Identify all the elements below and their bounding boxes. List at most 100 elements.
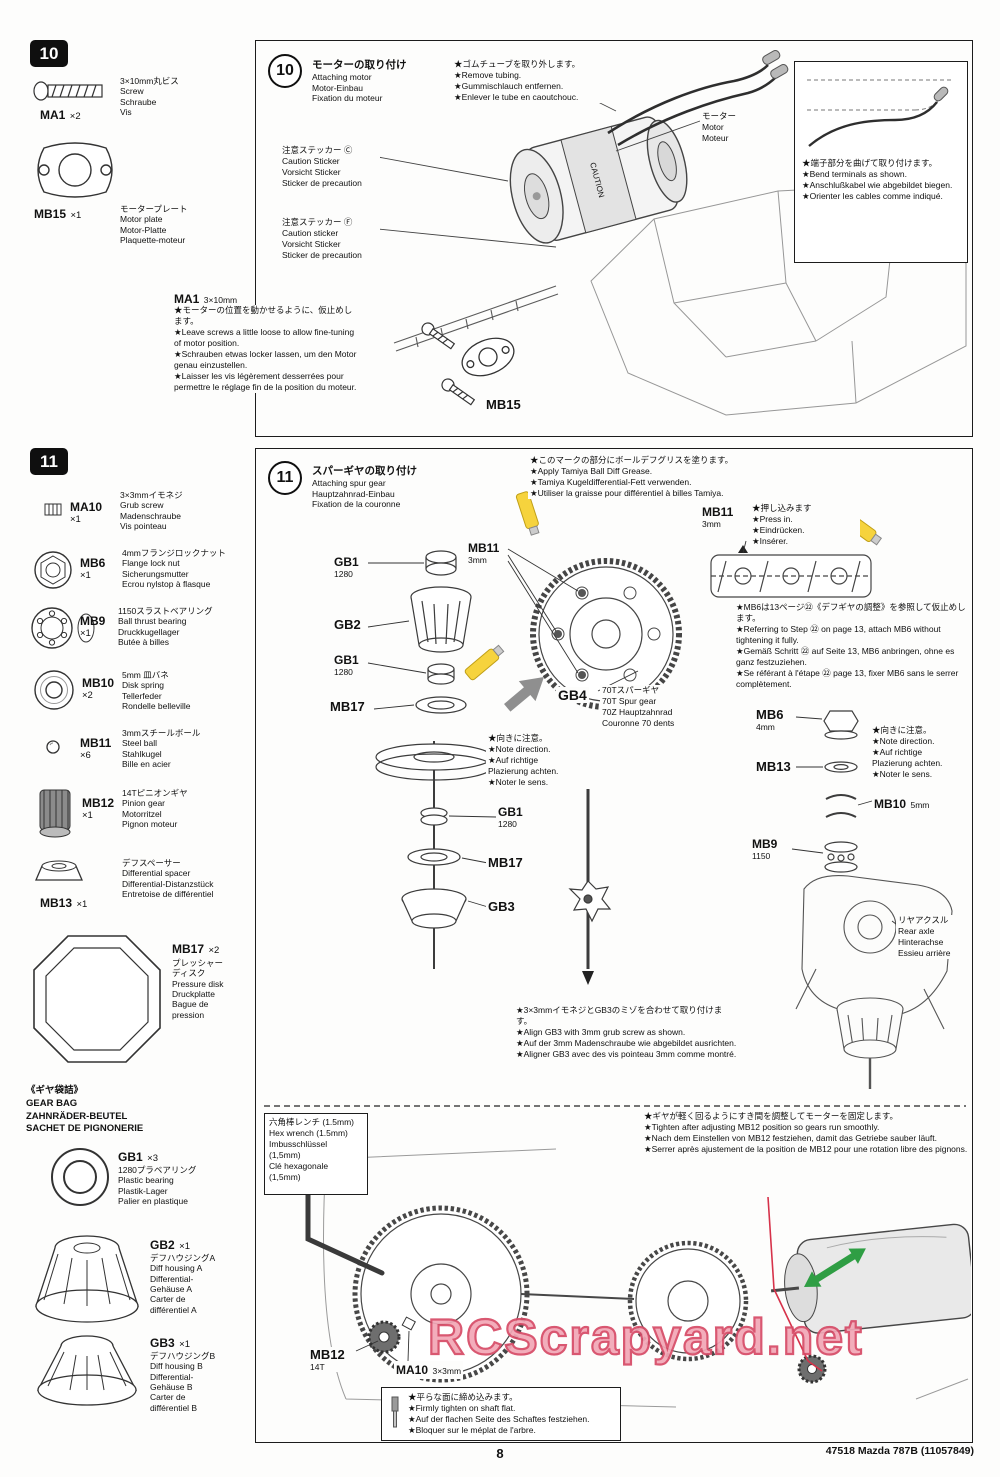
bend-terminals-box: ★端子部分を曲げて取り付けます。 ★Bend terminals as show… [794,61,968,263]
page-number: 8 [496,1446,504,1461]
gb1-size: 1280 [334,569,353,579]
screwdriver-icon [391,1396,399,1428]
direction-note-mid: ★向きに注意。 ★Note direction. ★Auf richtige P… [486,733,598,789]
part-mb6-desc: 4mmフランジロックナット Flange lock nut Sicherungs… [122,548,226,590]
plastic-bearing-icon [51,1148,109,1206]
part-mb17-code: MB17 ×2 [172,940,219,958]
mb10-code: MB10 [874,797,907,811]
gb1-size: 1280 [498,819,517,829]
gb3-callout: GB3 [486,899,517,914]
gb1-callout-mid: GB1 1280 [332,653,361,677]
part-code: MB9 [80,614,106,628]
part-mb15-code: MB15 ×1 [34,205,81,223]
step-11-title: Attaching spur gear Hauptzahnrad-Einbau … [312,478,401,510]
part-ma10-desc: 3×3mmイモネジ Grub screw Madenschraube Vis p… [120,490,183,532]
part-mb10-desc: 5mm 皿バネ Disk spring Tellerfeder Rondelle… [122,670,191,712]
gb1-code: GB1 [334,653,359,667]
bend-terminals-diagram [807,79,953,147]
gb1-callout-lower: GB1 1280 [496,805,525,829]
hex-wrench-label: 六角棒レンチ (1.5mm) Hex wrench (1.5mm) Imbuss… [264,1113,368,1195]
part-code: GB1 [118,1150,143,1164]
mb15-callout: MB15 [484,397,523,412]
part-qty: ×1 [179,1339,190,1350]
part-ma10-code: MA10 ×1 [70,500,102,525]
part-mb13-code: MB13 ×1 [40,894,87,912]
part-qty: ×2 [69,111,81,122]
mb9-size: 1150 [752,851,771,861]
mb6-size: 4mm [756,722,775,732]
motor-assembly-diagram: CAUTION [377,50,967,416]
direction-note-right: ★向きに注意。 ★Note direction. ★Auf richtige P… [870,725,966,781]
steel-ball-icon [46,740,60,754]
mb9-code: MB9 [752,837,778,851]
flange-nut-icon [34,551,72,589]
mb12-code: MB12 [310,1347,345,1362]
press-in-note: ★押し込みます ★Press in. ★Eindrücken. ★Insérer… [750,503,860,548]
part-ma1-code: MA1 ×2 [40,106,81,124]
part-code: GB3 [150,1336,175,1350]
ma1-note: ★モーターの位置を動かせるように、仮止めします。 ★Leave screws a… [172,305,362,394]
step-10-title-jp: モーターの取り付け [312,59,407,71]
step-11-badge: 11 [30,448,68,475]
mb9-callout: MB9 1150 [750,837,780,861]
footer-text: 47518 Mazda 787B (11057849) [825,1445,974,1457]
caution-sticker-f-label: 注意ステッカー Ⓕ Caution sticker Vorsicht Stick… [280,217,380,262]
remove-tubing-note: ★ゴムチューブを取り外します。 ★Remove tubing. ★Gummisc… [452,59,642,104]
part-gb1-code: GB1 ×3 [118,1148,158,1166]
part-mb15-desc: モータープレート Motor plate Motor-Platte Plaque… [120,204,188,246]
part-mb13-desc: デフスペーサー Differential spacer Differential… [122,858,214,900]
flat-note: ★平らな面に締め込みます。 ★Firmly tighten on shaft f… [408,1392,590,1436]
pressure-disk-icon [33,935,161,1063]
flat-note-box: ★平らな面に締め込みます。 ★Firmly tighten on shaft f… [381,1387,621,1442]
part-qty: ×2 [82,690,93,701]
part-mb6-code: MB6 ×1 [80,556,105,581]
step-11-panel: 11 スパーギヤの取り付け Attaching spur gear Hauptz… [255,448,973,1443]
motor-plate-icon [37,142,113,198]
part-qty: ×1 [70,514,81,525]
part-gb3-code: GB3 ×1 [150,1334,190,1352]
mb6-reference-note: ★MB6は13ページ㉒《デフギヤの調整》を参照して仮止めします。 ★Referr… [734,602,968,691]
motor-label: モーター Motor Moteur [700,111,770,145]
part-mb11-desc: 3mmスチールボール Steel ball Stahlkugel Bille e… [122,728,201,770]
part-qty: ×1 [80,628,91,639]
part-code: MB13 [40,896,73,910]
grease-note: ★このマークの部分にボールデフグリスを塗ります。 ★Apply Tamiya B… [528,455,968,500]
part-qty: ×3 [147,1153,158,1164]
part-mb12-code: MB12 ×1 [82,796,114,821]
mb10-callout: MB10 5mm [872,795,932,813]
caution-sticker-c-label: 注意ステッカー Ⓒ Caution Sticker Vorsicht Stick… [280,145,380,190]
part-mb9-code: MB9 ×1 [80,614,105,639]
part-qty: ×2 [208,945,220,956]
gb1-code: GB1 [334,555,359,569]
gb4-desc: 70Tスパーギヤ 70T Spur gear 70Z Hauptzahnrad … [600,685,705,730]
ma1-callout-size: 3×10mm [203,295,238,305]
part-qty: ×1 [76,899,88,910]
mb11-code: MB11 [702,505,734,519]
part-qty: ×1 [179,1241,190,1252]
part-code: MB11 [80,736,112,750]
thrust-bearing-icon [31,607,95,649]
part-mb12-desc: 14Tピニオンギヤ Pinion gear Motorritzel Pignon… [122,788,188,830]
part-mb10-code: MB10 ×2 [82,676,114,701]
part-mb9-desc: 1150スラストベアリング Ball thrust bearing Druckk… [118,606,213,648]
bend-terminals-note: ★端子部分を曲げて取り付けます。 ★Bend terminals as show… [802,158,953,202]
gb2-callout: GB2 [332,617,363,632]
grub-screw-icon [44,503,62,516]
mb13-callout: MB13 [754,759,793,774]
mb6-code: MB6 [756,707,784,722]
ma10-size: 3×3mm [432,1366,462,1376]
part-ma1-desc: 3×10mm丸ビス Screw Schraube Vis [120,76,179,118]
part-mb17-desc: プレッシャー ディスク Pressure disk Druckplatte Ba… [172,958,224,1020]
gear-bag-header: 《ギヤ袋詰》 GEAR BAG ZAHNRÄDER-BEUTEL SACHET … [26,1085,144,1135]
diff-housing-a-icon [35,1235,139,1323]
part-gb2-desc: デフハウジングA Diff housing A Differential- Ge… [150,1253,216,1315]
ma1-callout: MA1 3×10mm [172,290,240,308]
part-code: MA10 [70,500,103,514]
watermark: RCScrapyard.net [427,1308,864,1366]
align-gb3-note: ★3×3mmイモネジとGB3のミゾを合わせて取り付けます。 ★Align GB3… [514,1005,739,1061]
part-gb1-desc: 1280プラベアリング Plastic bearing Plastik-Lage… [118,1165,197,1207]
ma10-callout: MA10 3×3mm [394,1361,464,1379]
part-mb11-code: MB11 ×6 [80,736,111,761]
pinion-gear-icon [39,789,71,838]
